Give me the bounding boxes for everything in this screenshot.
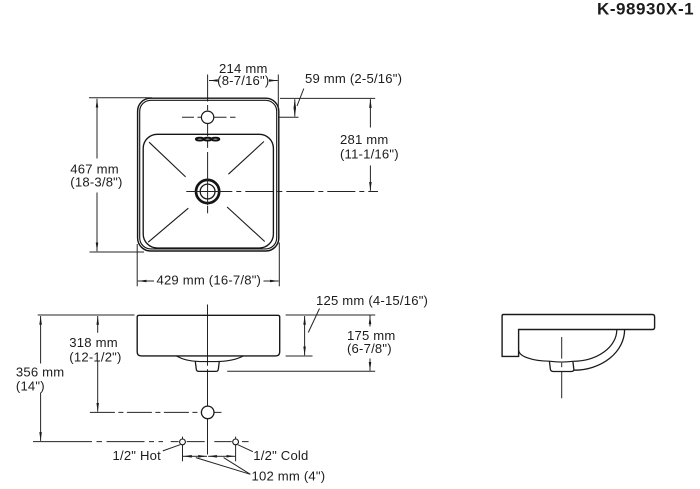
svg-text:175 mm: 175 mm [347, 328, 396, 343]
svg-text:(12-1/2"): (12-1/2") [69, 349, 121, 364]
svg-text:102 mm (4"): 102 mm (4") [252, 468, 326, 483]
svg-text:1/2" Hot: 1/2" Hot [113, 448, 162, 463]
svg-text:429 mm (16-7/8"): 429 mm (16-7/8") [156, 273, 261, 288]
svg-text:356 mm: 356 mm [16, 364, 65, 379]
svg-text:(11-1/16"): (11-1/16") [340, 147, 399, 162]
svg-text:K-98930X-1: K-98930X-1 [597, 0, 694, 18]
svg-text:(18-3/8"): (18-3/8") [70, 174, 122, 189]
svg-text:467 mm: 467 mm [70, 161, 119, 176]
svg-text:214 mm: 214 mm [219, 61, 268, 76]
svg-text:(8-7/16"): (8-7/16") [217, 73, 269, 88]
svg-text:(14"): (14") [16, 378, 45, 393]
svg-text:(6-7/8"): (6-7/8") [347, 341, 392, 356]
svg-text:1/2" Cold: 1/2" Cold [253, 448, 308, 463]
svg-text:281 mm: 281 mm [340, 132, 389, 147]
svg-text:125 mm (4-15/16"): 125 mm (4-15/16") [316, 293, 428, 308]
svg-text:318 mm: 318 mm [69, 335, 118, 350]
svg-text:59 mm (2-5/16"): 59 mm (2-5/16") [305, 71, 402, 86]
